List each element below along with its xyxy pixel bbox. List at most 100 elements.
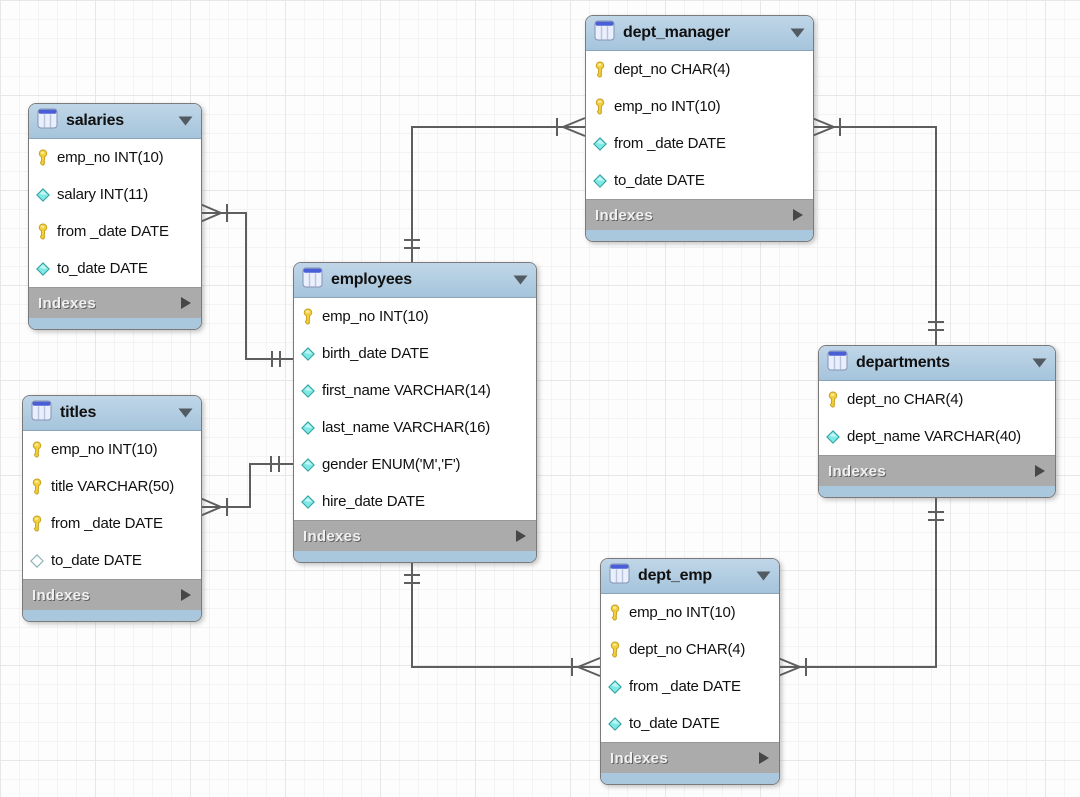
relationship-titles-employees[interactable] [199, 456, 293, 517]
expand-arrow-icon[interactable] [1034, 464, 1046, 478]
column-row[interactable]: to_date DATE [23, 542, 201, 579]
table-header[interactable]: employees [294, 263, 536, 298]
collapse-triangle-icon[interactable] [513, 275, 528, 285]
table-dept_emp[interactable]: dept_emp emp_no INT(10) dept_no CHAR(4) fr… [600, 558, 780, 785]
indexes-label: Indexes [303, 527, 361, 545]
diamond-icon [301, 346, 315, 361]
column-list: dept_no CHAR(4)emp_no INT(10) from _date … [586, 51, 813, 199]
table-header[interactable]: departments [819, 346, 1055, 381]
column-label: emp_no INT(10) [51, 441, 158, 458]
collapse-triangle-icon[interactable] [790, 28, 805, 38]
indexes-label: Indexes [38, 294, 96, 312]
relationship-salaries-employees[interactable] [199, 203, 293, 367]
column-row[interactable]: birth_date DATE [294, 335, 536, 372]
column-row[interactable]: dept_no CHAR(4) [819, 381, 1055, 418]
column-row[interactable]: emp_no INT(10) [23, 431, 201, 468]
indexes-bar[interactable]: Indexes [294, 520, 536, 551]
relationship-dept_manager-employees[interactable] [404, 117, 586, 262]
table-bottom-strip [819, 486, 1055, 497]
indexes-label: Indexes [32, 586, 90, 604]
column-label: to_date DATE [57, 260, 148, 277]
table-bottom-strip [601, 773, 779, 784]
relationship-dept_emp-departments[interactable] [777, 498, 944, 677]
diamond-icon [593, 173, 607, 188]
table-name: dept_manager [623, 24, 730, 41]
table-icon [31, 400, 52, 426]
column-row[interactable]: hire_date DATE [294, 483, 536, 520]
table-header[interactable]: dept_manager [586, 16, 813, 51]
expand-arrow-icon[interactable] [180, 296, 192, 310]
table-icon [594, 20, 615, 46]
expand-arrow-icon[interactable] [515, 529, 527, 543]
diamond-hollow-icon [30, 553, 44, 568]
column-row[interactable]: from _date DATE [29, 213, 201, 250]
indexes-bar[interactable]: Indexes [819, 455, 1055, 486]
expand-arrow-icon[interactable] [758, 751, 770, 765]
column-row[interactable]: from _date DATE [601, 668, 779, 705]
column-label: to_date DATE [629, 715, 720, 732]
column-label: from _date DATE [629, 678, 741, 695]
column-list: emp_no INT(10) dept_no CHAR(4) from _date … [601, 594, 779, 742]
key-icon [30, 515, 44, 532]
column-label: to_date DATE [614, 172, 705, 189]
column-label: emp_no INT(10) [322, 308, 429, 325]
diamond-icon [36, 187, 50, 202]
column-row[interactable]: to_date DATE [601, 705, 779, 742]
expand-arrow-icon[interactable] [180, 588, 192, 602]
table-titles[interactable]: titles emp_no INT(10) title VARCHAR(50)fr… [22, 395, 202, 622]
column-row[interactable]: to_date DATE [586, 162, 813, 199]
key-icon [301, 308, 315, 325]
column-list: emp_no INT(10)salary INT(11)from _date D… [29, 139, 201, 287]
table-salaries[interactable]: salaries emp_no INT(10)salary INT(11)fro… [28, 103, 202, 330]
collapse-triangle-icon[interactable] [178, 116, 193, 126]
table-header[interactable]: salaries [29, 104, 201, 139]
key-icon [826, 391, 840, 408]
expand-arrow-icon[interactable] [792, 208, 804, 222]
column-row[interactable]: dept_name VARCHAR(40) [819, 418, 1055, 455]
column-row[interactable]: title VARCHAR(50) [23, 468, 201, 505]
table-name: dept_emp [638, 567, 712, 584]
relationship-dept_emp-employees[interactable] [404, 563, 601, 677]
column-row[interactable]: gender ENUM('M','F') [294, 446, 536, 483]
collapse-triangle-icon[interactable] [756, 571, 771, 581]
column-row[interactable]: to_date DATE [29, 250, 201, 287]
collapse-triangle-icon[interactable] [178, 408, 193, 418]
column-label: to_date DATE [51, 552, 142, 569]
table-departments[interactable]: departments dept_no CHAR(4) dept_name VAR… [818, 345, 1056, 498]
column-label: dept_name VARCHAR(40) [847, 428, 1021, 445]
column-label: dept_no CHAR(4) [847, 391, 964, 408]
indexes-bar[interactable]: Indexes [29, 287, 201, 318]
column-row[interactable]: first_name VARCHAR(14) [294, 372, 536, 409]
indexes-bar[interactable]: Indexes [601, 742, 779, 773]
column-row[interactable]: dept_no CHAR(4) [586, 51, 813, 88]
table-name: departments [856, 354, 950, 371]
column-row[interactable]: from _date DATE [23, 505, 201, 542]
diamond-icon [608, 716, 622, 731]
column-row[interactable]: from _date DATE [586, 125, 813, 162]
column-row[interactable]: last_name VARCHAR(16) [294, 409, 536, 446]
diamond-icon [301, 383, 315, 398]
table-header[interactable]: titles [23, 396, 201, 431]
key-icon [36, 149, 50, 166]
indexes-bar[interactable]: Indexes [586, 199, 813, 230]
column-label: hire_date DATE [322, 493, 425, 510]
diamond-icon [826, 429, 840, 444]
collapse-triangle-icon[interactable] [1032, 358, 1047, 368]
column-row[interactable]: emp_no INT(10) [294, 298, 536, 335]
column-row[interactable]: emp_no INT(10) [29, 139, 201, 176]
table-header[interactable]: dept_emp [601, 559, 779, 594]
diamond-icon [593, 136, 607, 151]
column-label: dept_no CHAR(4) [629, 641, 746, 658]
column-row[interactable]: dept_no CHAR(4) [601, 631, 779, 668]
column-row[interactable]: emp_no INT(10) [586, 88, 813, 125]
relationship-dept_manager-departments[interactable] [811, 117, 944, 345]
column-row[interactable]: salary INT(11) [29, 176, 201, 213]
column-label: from _date DATE [614, 135, 726, 152]
table-dept_manager[interactable]: dept_manager dept_no CHAR(4)emp_no INT(1… [585, 15, 814, 242]
key-icon [593, 98, 607, 115]
indexes-bar[interactable]: Indexes [23, 579, 201, 610]
column-row[interactable]: emp_no INT(10) [601, 594, 779, 631]
